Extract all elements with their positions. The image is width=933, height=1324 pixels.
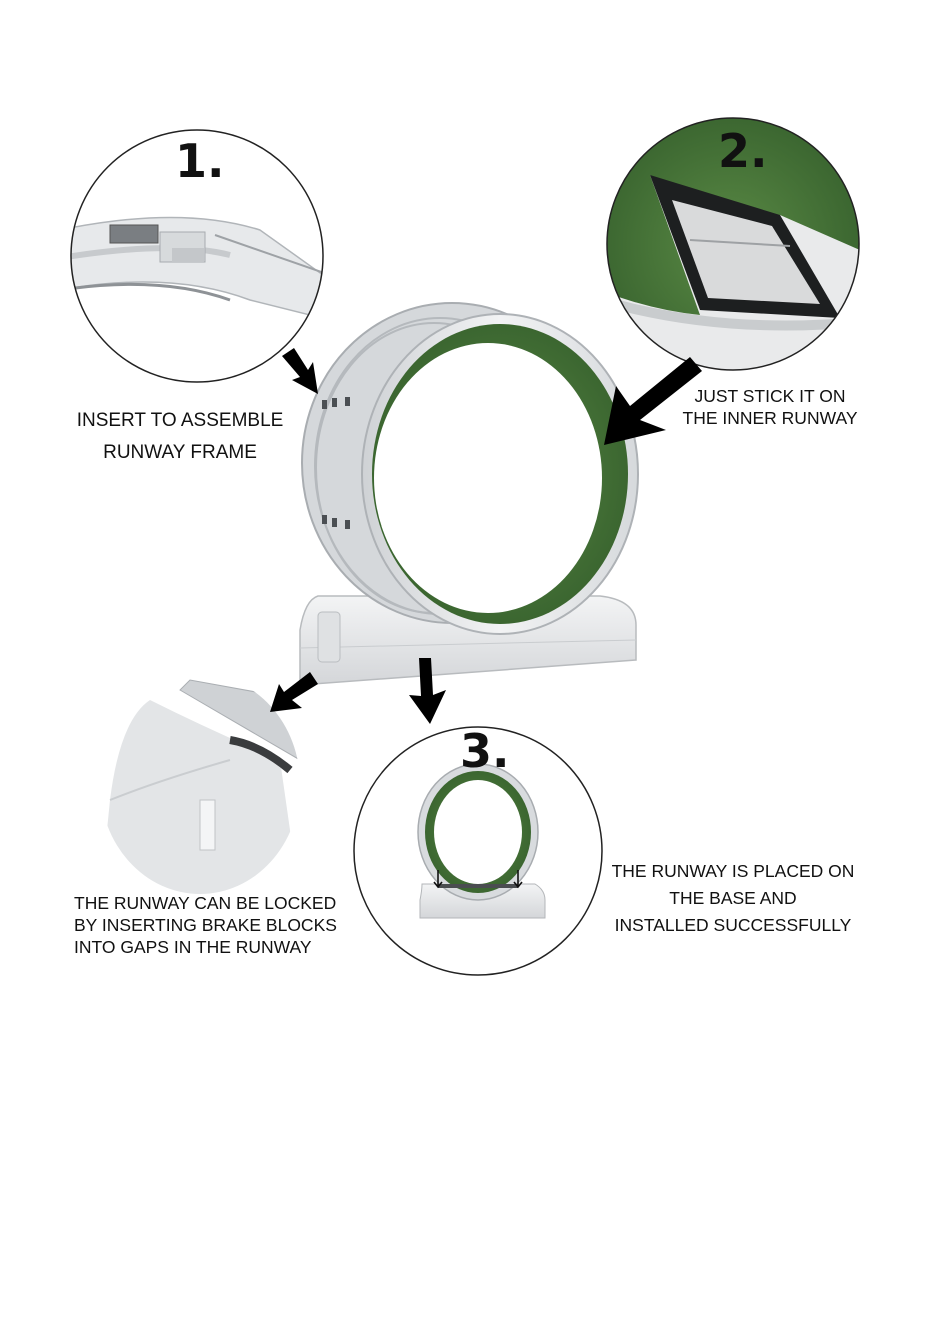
step-number-3: 3. — [460, 728, 509, 774]
caption-brake-line-2: BY INSERTING BRAKE BLOCKS — [74, 914, 364, 936]
caption-step-1-line-2: RUNWAY FRAME — [60, 440, 300, 466]
caption-step-2: JUST STICK IT ON THE INNER RUNWAY — [670, 385, 870, 429]
caption-brake-line-3: INTO GAPS IN THE RUNWAY — [74, 936, 364, 958]
step-number-1: 1. — [175, 138, 224, 184]
arrow-step-1 — [282, 348, 318, 394]
arrow-brake — [270, 672, 318, 712]
caption-step-3-line-2: THE BASE AND — [602, 885, 864, 912]
caption-step-3-line-3: INSTALLED SUCCESSFULLY — [602, 912, 864, 939]
wheel-opening — [374, 343, 602, 613]
caption-step-3: THE RUNWAY IS PLACED ON THE BASE AND INS… — [602, 858, 864, 939]
caption-step-1: INSERT TO ASSEMBLE RUNWAY FRAME — [60, 408, 300, 466]
caption-brake-line-1: THE RUNWAY CAN BE LOCKED — [74, 892, 364, 914]
cat-wheel-main — [300, 303, 638, 685]
caption-step-1-line-1: INSERT TO ASSEMBLE — [60, 408, 300, 434]
caption-brake: THE RUNWAY CAN BE LOCKED BY INSERTING BR… — [74, 892, 364, 958]
caption-step-2-line-1: JUST STICK IT ON — [670, 385, 870, 407]
caption-step-3-line-1: THE RUNWAY IS PLACED ON — [602, 858, 864, 885]
step-number-2: 2. — [718, 128, 767, 174]
detail-brake-block — [100, 680, 300, 900]
caption-step-2-line-2: THE INNER RUNWAY — [670, 407, 870, 429]
